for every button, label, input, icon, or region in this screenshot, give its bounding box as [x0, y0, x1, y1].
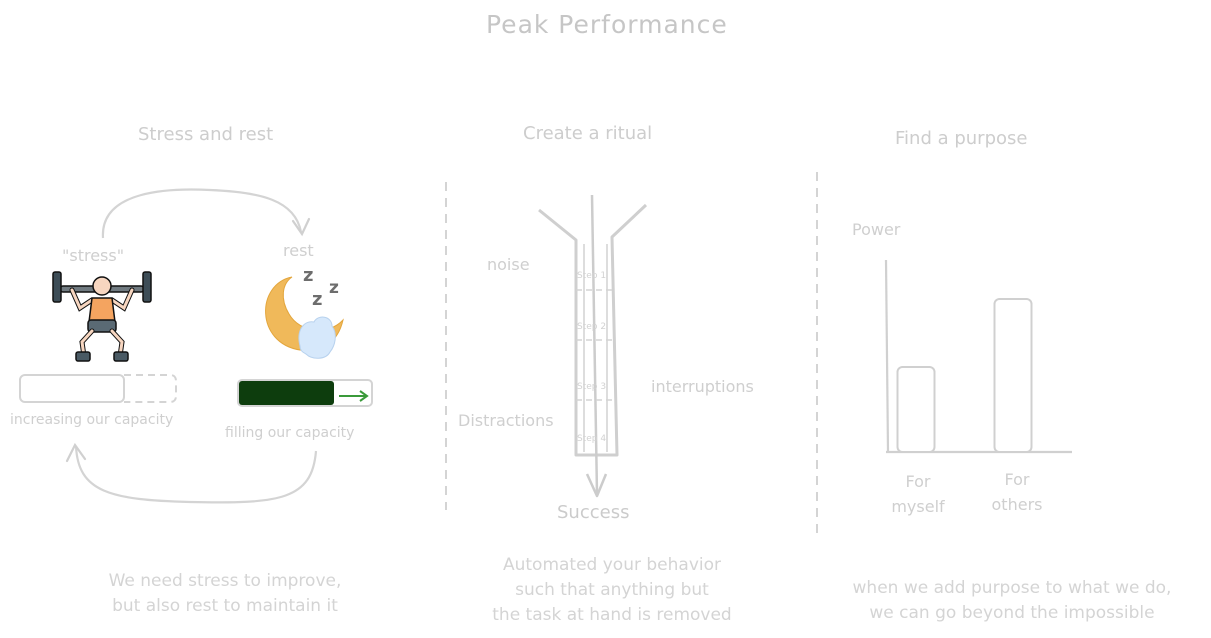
- section-heading-ritual: Create a ritual: [523, 123, 653, 144]
- bar-label-myself-line2: myself: [891, 497, 945, 516]
- bar-label-others-line2: others: [991, 495, 1043, 514]
- caption-purpose: when we add purpose to what we do, we ca…: [822, 576, 1202, 626]
- step-label-2: Step 2: [577, 322, 607, 332]
- arrow-rest-to-stress-head: [65, 442, 87, 463]
- arrow-stress-to-rest: [101, 188, 303, 239]
- caption-ritual-line3: the task at hand is removed: [492, 605, 732, 625]
- weightlifter-icon: [52, 271, 152, 362]
- stress-label: "stress": [62, 246, 125, 265]
- capacity-bar-current: [19, 374, 125, 403]
- purpose-chart-bars: [896, 298, 1033, 453]
- page-title: Peak Performance: [486, 10, 728, 39]
- success-label: Success: [557, 502, 630, 523]
- bar-label-others-line1: For: [1004, 470, 1030, 489]
- filling-bar-fill: [239, 381, 334, 405]
- capacity-bar-extension: [124, 374, 177, 403]
- caption-ritual: Automated your behavior such that anythi…: [452, 553, 772, 628]
- filling-capacity-label: filling our capacity: [225, 425, 355, 441]
- rest-label: rest: [283, 241, 314, 260]
- interruptions-label: interruptions: [651, 377, 754, 396]
- sleep-z-2: z: [312, 289, 323, 310]
- step-label-4: Step 4: [577, 434, 607, 444]
- section-heading-stress-rest: Stress and rest: [138, 124, 274, 145]
- caption-stress-rest-line2: but also rest to maintain it: [112, 596, 338, 616]
- arrow-rest-to-stress: [74, 445, 318, 504]
- caption-ritual-line2: such that anything but: [515, 580, 709, 600]
- sleeping-moon-icon: [265, 276, 344, 359]
- sleep-z-3: z: [329, 278, 339, 298]
- caption-stress-rest: We need stress to improve, but also rest…: [60, 569, 390, 619]
- distractions-label: Distractions: [458, 411, 554, 430]
- caption-purpose-line1: when we add purpose to what we do,: [852, 578, 1172, 598]
- bar-for-others: [993, 298, 1033, 453]
- filling-arrow-head: [359, 390, 369, 402]
- arrow-stress-to-rest-head: [291, 217, 311, 237]
- bar-label-myself-line1: For: [905, 472, 931, 491]
- increasing-capacity-label: increasing our capacity: [10, 412, 174, 428]
- section-heading-purpose: Find a purpose: [895, 128, 1028, 149]
- noise-label: noise: [487, 255, 530, 274]
- bar-for-myself: [896, 366, 936, 453]
- step-label-3: Step 3: [577, 382, 607, 392]
- sleep-z-1: z: [303, 265, 314, 286]
- ritual-funnel: [538, 194, 648, 498]
- caption-stress-rest-line1: We need stress to improve,: [108, 571, 342, 591]
- caption-ritual-line1: Automated your behavior: [502, 555, 721, 575]
- chart-ylabel: Power: [852, 220, 901, 239]
- caption-purpose-line2: we can go beyond the impossible: [869, 603, 1155, 623]
- step-label-1: Step 1: [577, 271, 607, 281]
